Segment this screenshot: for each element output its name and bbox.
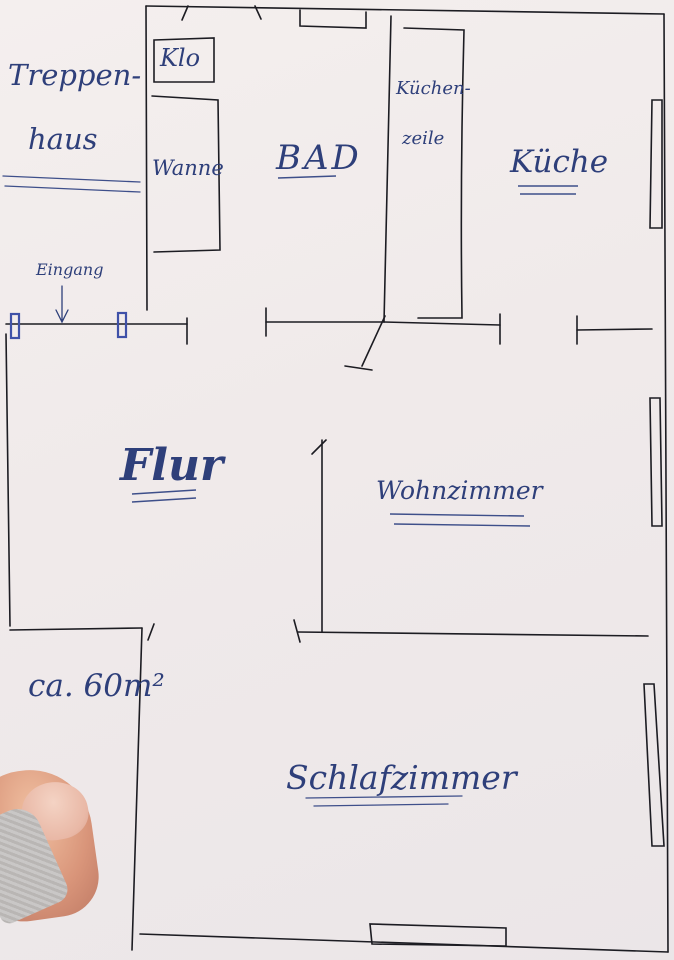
wall-outer-bottom <box>139 933 669 953</box>
wall-outer-right <box>663 13 669 953</box>
door-bath-swing <box>361 315 386 367</box>
wall-living-tick <box>311 439 327 455</box>
door-marker-left <box>9 312 21 340</box>
label-kuechenzeile-1: Küchen- <box>396 78 471 99</box>
entrance-arrow <box>55 285 69 324</box>
box-klo <box>153 37 215 83</box>
label-wohnzimmer: Wohnzimmer <box>376 476 543 505</box>
underline-bad <box>277 175 337 179</box>
window-bottom <box>369 923 507 947</box>
wall-stair-left <box>145 5 148 311</box>
label-treppenhaus-1: Treppen- <box>8 58 142 92</box>
wall-kitchen-bottom <box>383 321 501 326</box>
wall-bath-kitchen <box>383 15 392 323</box>
label-eingang: Eingang <box>36 260 104 279</box>
wall-living-tick-bottom <box>293 619 301 643</box>
wall-closet-tick <box>147 623 155 641</box>
window-right-3 <box>643 683 665 847</box>
wall-closet-top <box>9 627 143 631</box>
label-kueche: Küche <box>510 144 609 180</box>
underline-schlafzimmer <box>305 795 463 807</box>
label-wanne: Wanne <box>152 156 224 180</box>
wall-left <box>5 333 11 627</box>
wall-outer-left-lower <box>131 627 143 951</box>
label-bad: BAD <box>276 138 362 178</box>
label-schlafzimmer: Schlafzimmer <box>286 758 517 797</box>
window-top <box>299 9 367 29</box>
label-area: ca. 60m² <box>28 668 165 704</box>
underline-kueche <box>518 185 578 195</box>
window-right-2 <box>649 397 663 527</box>
label-flur: Flur <box>120 440 224 491</box>
wall-living-bottom <box>297 631 649 637</box>
underline-wohnzimmer <box>389 513 531 527</box>
underline-flur <box>131 489 197 503</box>
wall-tick-1 <box>181 5 189 21</box>
door-marker-right <box>116 311 128 339</box>
wall-tick-2 <box>254 5 262 20</box>
wall-outer-top <box>145 5 665 15</box>
label-treppenhaus-2: haus <box>28 122 98 156</box>
wall-kitchen-right <box>576 328 653 331</box>
window-right-1 <box>649 99 663 229</box>
label-klo: Klo <box>160 44 201 72</box>
box-kuechenzeile <box>403 27 465 319</box>
door-bath-tick <box>344 365 373 371</box>
underline-treppenhaus <box>2 175 141 193</box>
label-kuechenzeile-2: zeile <box>402 128 445 149</box>
box-wanne <box>151 95 221 253</box>
